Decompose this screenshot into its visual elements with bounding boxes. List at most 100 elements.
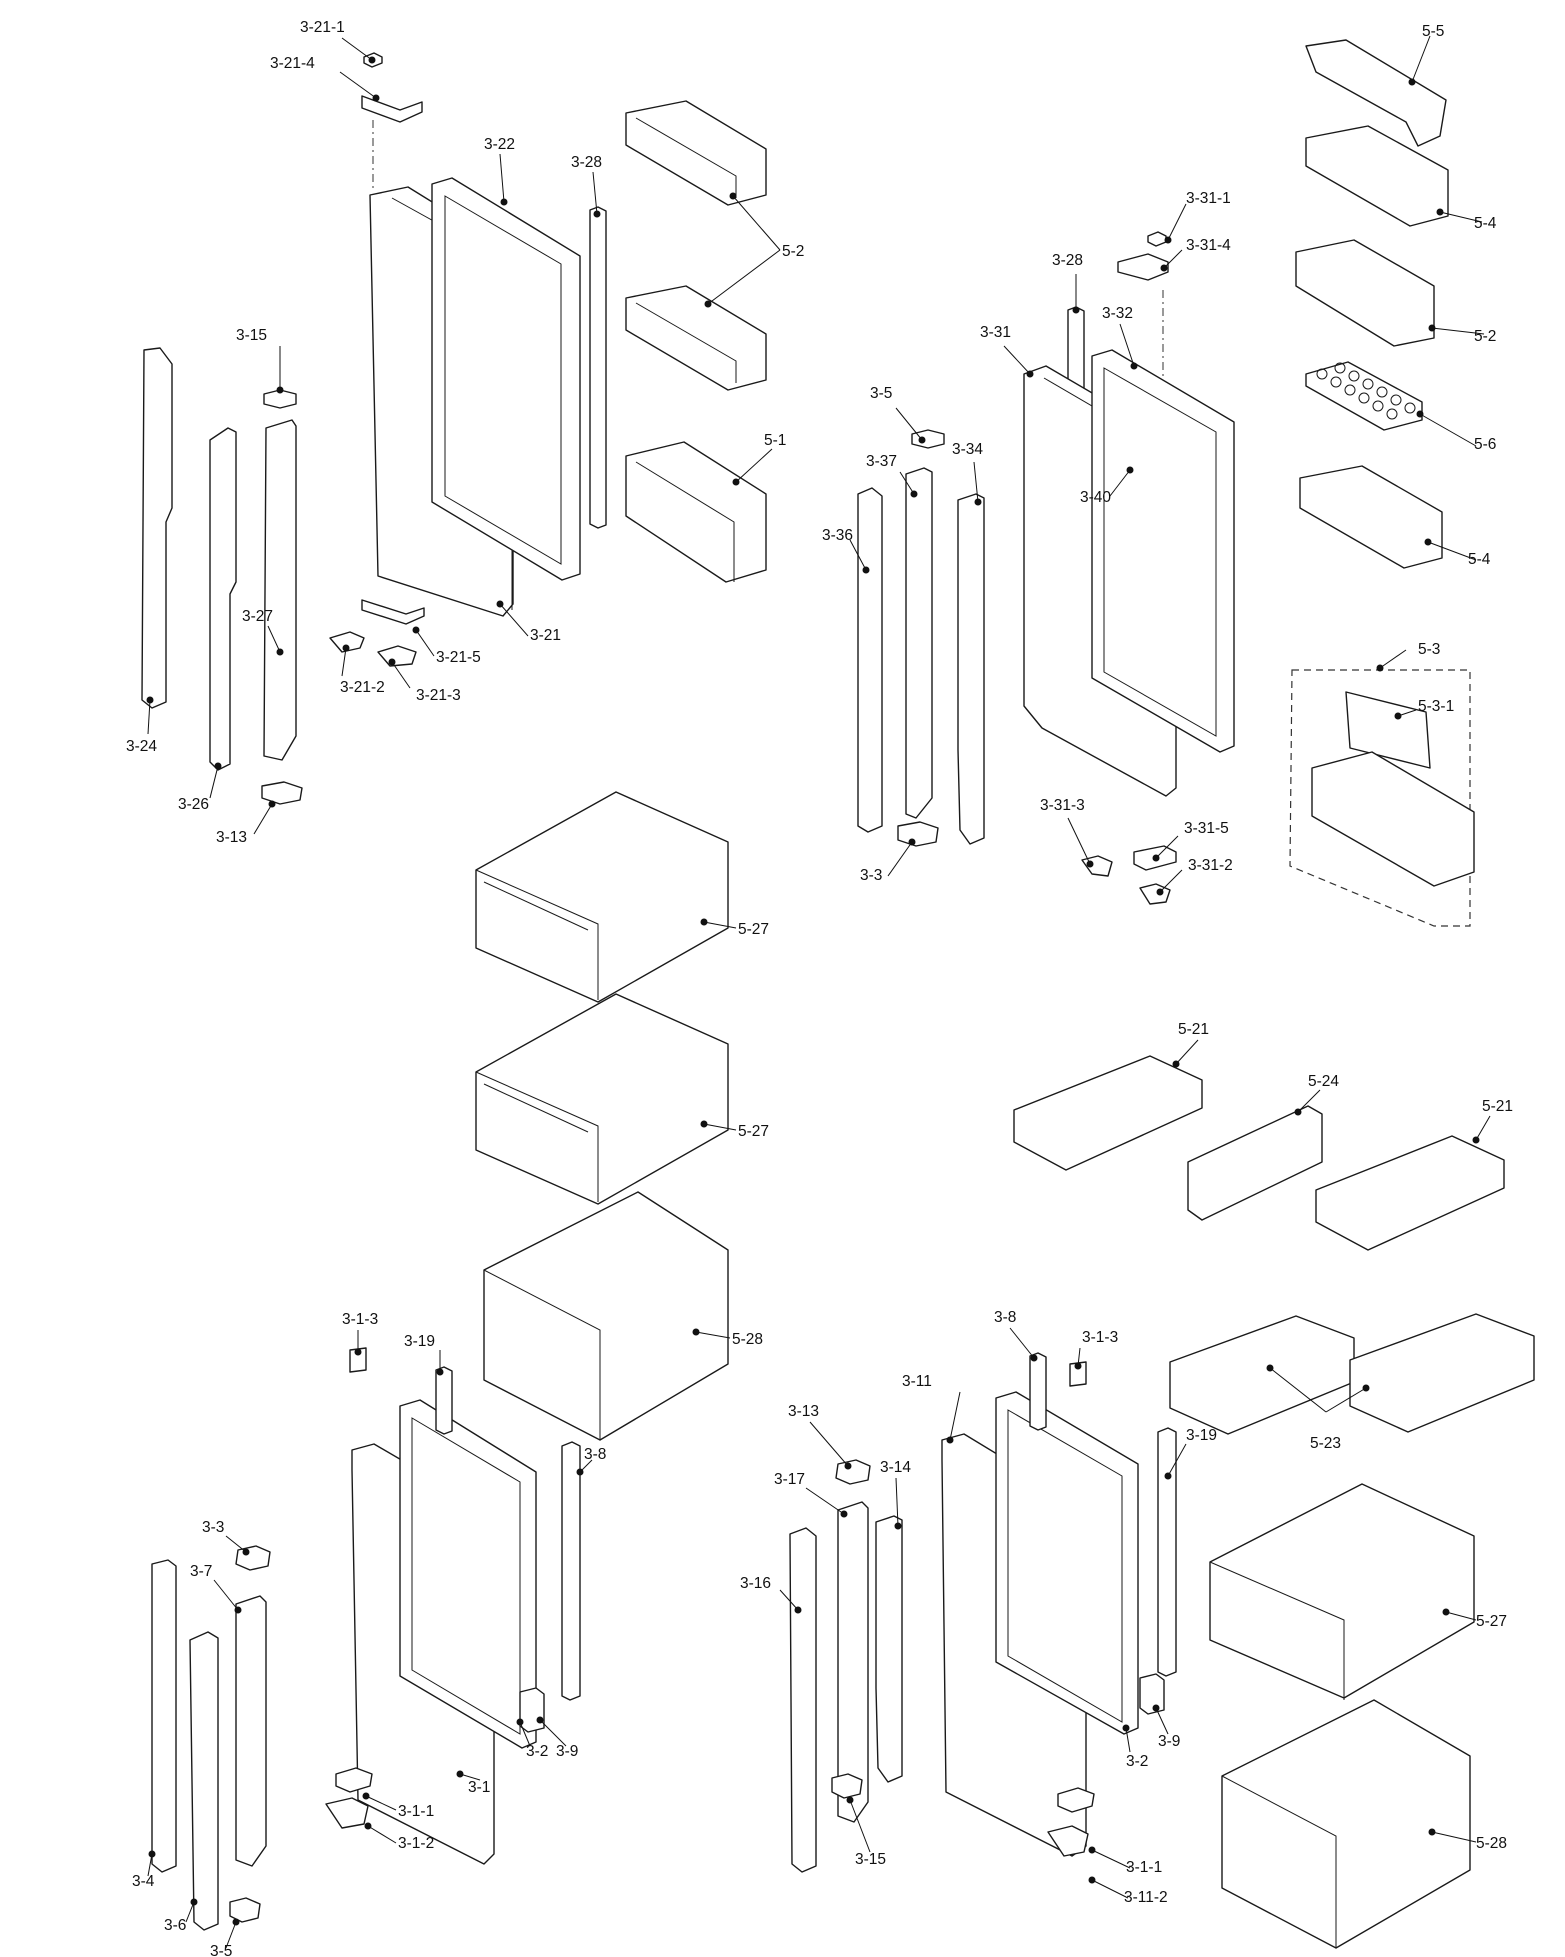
part-3-3-cap-bottom [235,1545,271,1571]
label-5-6: 5-6 [1474,436,1496,453]
label-3-31-5: 3-31-5 [1184,820,1229,837]
part-3-8-strip-right [1029,1352,1047,1431]
part-3-5-cap-bottom [229,1897,261,1923]
part-5-21-ice-tray-a [1013,1055,1203,1171]
label-3-6: 3-6 [164,1917,186,1934]
part-5-28-drawer-right [1221,1699,1471,1949]
label-3-5-mid: 3-5 [870,385,892,402]
label-3-13-bottom: 3-13 [788,1403,819,1420]
label-5-3-1: 5-3-1 [1418,698,1454,715]
label-5-28-right: 5-28 [1476,1835,1507,1852]
part-3-2-gasket-right [995,1391,1139,1735]
part-3-15-cap-bottom [831,1773,863,1799]
label-5-24: 5-24 [1308,1073,1339,1090]
label-3-22: 3-22 [484,136,515,153]
label-3-31: 3-31 [980,324,1011,341]
part-3-9-bracket-left [519,1687,545,1733]
part-3-34-trim [957,493,985,845]
label-3-21-4: 3-21-4 [270,55,315,72]
part-3-1-3-bolt-left [349,1347,367,1373]
label-3-2-left: 3-2 [526,1743,548,1760]
label-3-15-bottom: 3-15 [855,1851,886,1868]
label-3-31-1: 3-31-1 [1186,190,1231,207]
part-3-36-trim [857,487,883,833]
label-3-1: 3-1 [468,1779,490,1796]
lower-left-door-group [151,1347,581,1931]
ice-tray-group [1013,1055,1505,1251]
part-5-3-1-divider [1345,691,1431,769]
part-3-32-gasket [1091,349,1235,753]
part-3-9-bracket-right [1139,1673,1165,1715]
label-3-1-3-left: 3-1-3 [342,1311,378,1328]
label-5-5: 5-5 [1422,23,1444,40]
group-box-5-3 [1289,669,1471,927]
part-3-1-2-hinge-left [325,1797,369,1829]
label-3-28-left: 3-28 [571,154,602,171]
label-3-26: 3-26 [178,796,209,813]
part-3-21-3 [377,645,417,667]
label-3-5-bottom: 3-5 [210,1943,232,1957]
part-3-37-bracket [905,467,933,819]
part-labels: 3-21-1 3-21-4 3-22 3-28 5-2 3-15 5-1 3-2… [126,19,1513,1957]
label-3-11: 3-11 [902,1373,932,1390]
part-3-31-4 [1117,253,1169,281]
part-3-24-trim [141,347,173,709]
part-3-22-gasket [431,177,581,581]
label-3-1-1-left: 3-1-1 [398,1803,434,1820]
label-3-21-5: 3-21-5 [436,649,481,666]
part-5-6-egg-tray [1305,361,1423,431]
label-5-4-b: 5-4 [1468,551,1491,568]
part-5-28-drawer-mid [483,1191,729,1441]
part-5-27-drawer-a [475,791,729,1003]
part-5-24-ice-bin-lid [1187,1105,1323,1221]
label-3-14: 3-14 [880,1459,911,1476]
label-5-21-a: 5-21 [1178,1021,1209,1038]
label-5-27-c: 5-27 [1476,1613,1507,1630]
label-3-8-right: 3-8 [994,1309,1016,1326]
part-3-31-1 [1147,231,1167,247]
part-3-13-cap-bottom [835,1459,871,1485]
label-3-1-2: 3-1-2 [398,1835,434,1852]
part-3-21-4 [361,95,423,123]
label-5-23: 5-23 [1310,1435,1341,1452]
label-3-21-1: 3-21-1 [300,19,345,36]
part-3-26-trim [209,427,237,771]
label-3-13-left: 3-13 [216,829,247,846]
label-3-19-left: 3-19 [404,1333,435,1350]
label-3-8-left: 3-8 [584,1446,606,1463]
part-3-13-cap [261,781,303,805]
label-3-40: 3-40 [1080,489,1111,506]
part-3-17-bracket [837,1501,869,1823]
label-5-27-b: 5-27 [738,1123,769,1140]
upper-right-door-group [857,39,1475,927]
part-3-1-1-hinge-right [1057,1787,1095,1813]
part-3-21-5 [361,599,425,625]
label-3-15-top: 3-15 [236,327,267,344]
part-5-2-bin-right [1295,239,1435,347]
label-5-2-left: 5-2 [782,243,804,260]
part-3-27-bracket [263,419,297,761]
leader-lines [146,35,1491,1949]
part-3-5-cap-mid [911,429,945,449]
part-5-5-bin-cover [1305,39,1447,147]
label-3-21-2: 3-21-2 [340,679,385,696]
lower-right-door-group [789,1352,1177,1873]
label-3-1-3-right: 3-1-3 [1082,1329,1118,1346]
part-3-16-trim [789,1527,817,1873]
part-3-1-1-hinge-left [335,1767,373,1793]
label-3-9-right: 3-9 [1158,1733,1180,1750]
part-3-28-strip-left [589,206,607,529]
label-3-31-2: 3-31-2 [1188,857,1233,874]
label-3-7: 3-7 [190,1563,212,1580]
label-3-21: 3-21 [530,627,561,644]
label-3-31-4: 3-31-4 [1186,237,1231,254]
label-5-4-a: 5-4 [1474,215,1497,232]
part-3-6-trim [189,1631,219,1931]
part-3-1-3-bolt-right [1069,1361,1087,1387]
label-3-21-3: 3-21-3 [416,687,461,704]
label-3-1-1-right: 3-1-1 [1126,1859,1162,1876]
part-3-2-gasket-left [399,1399,537,1749]
part-5-1-bin [625,441,767,583]
lower-right-baskets-group [1169,1313,1535,1949]
part-3-31-3 [1081,855,1113,877]
